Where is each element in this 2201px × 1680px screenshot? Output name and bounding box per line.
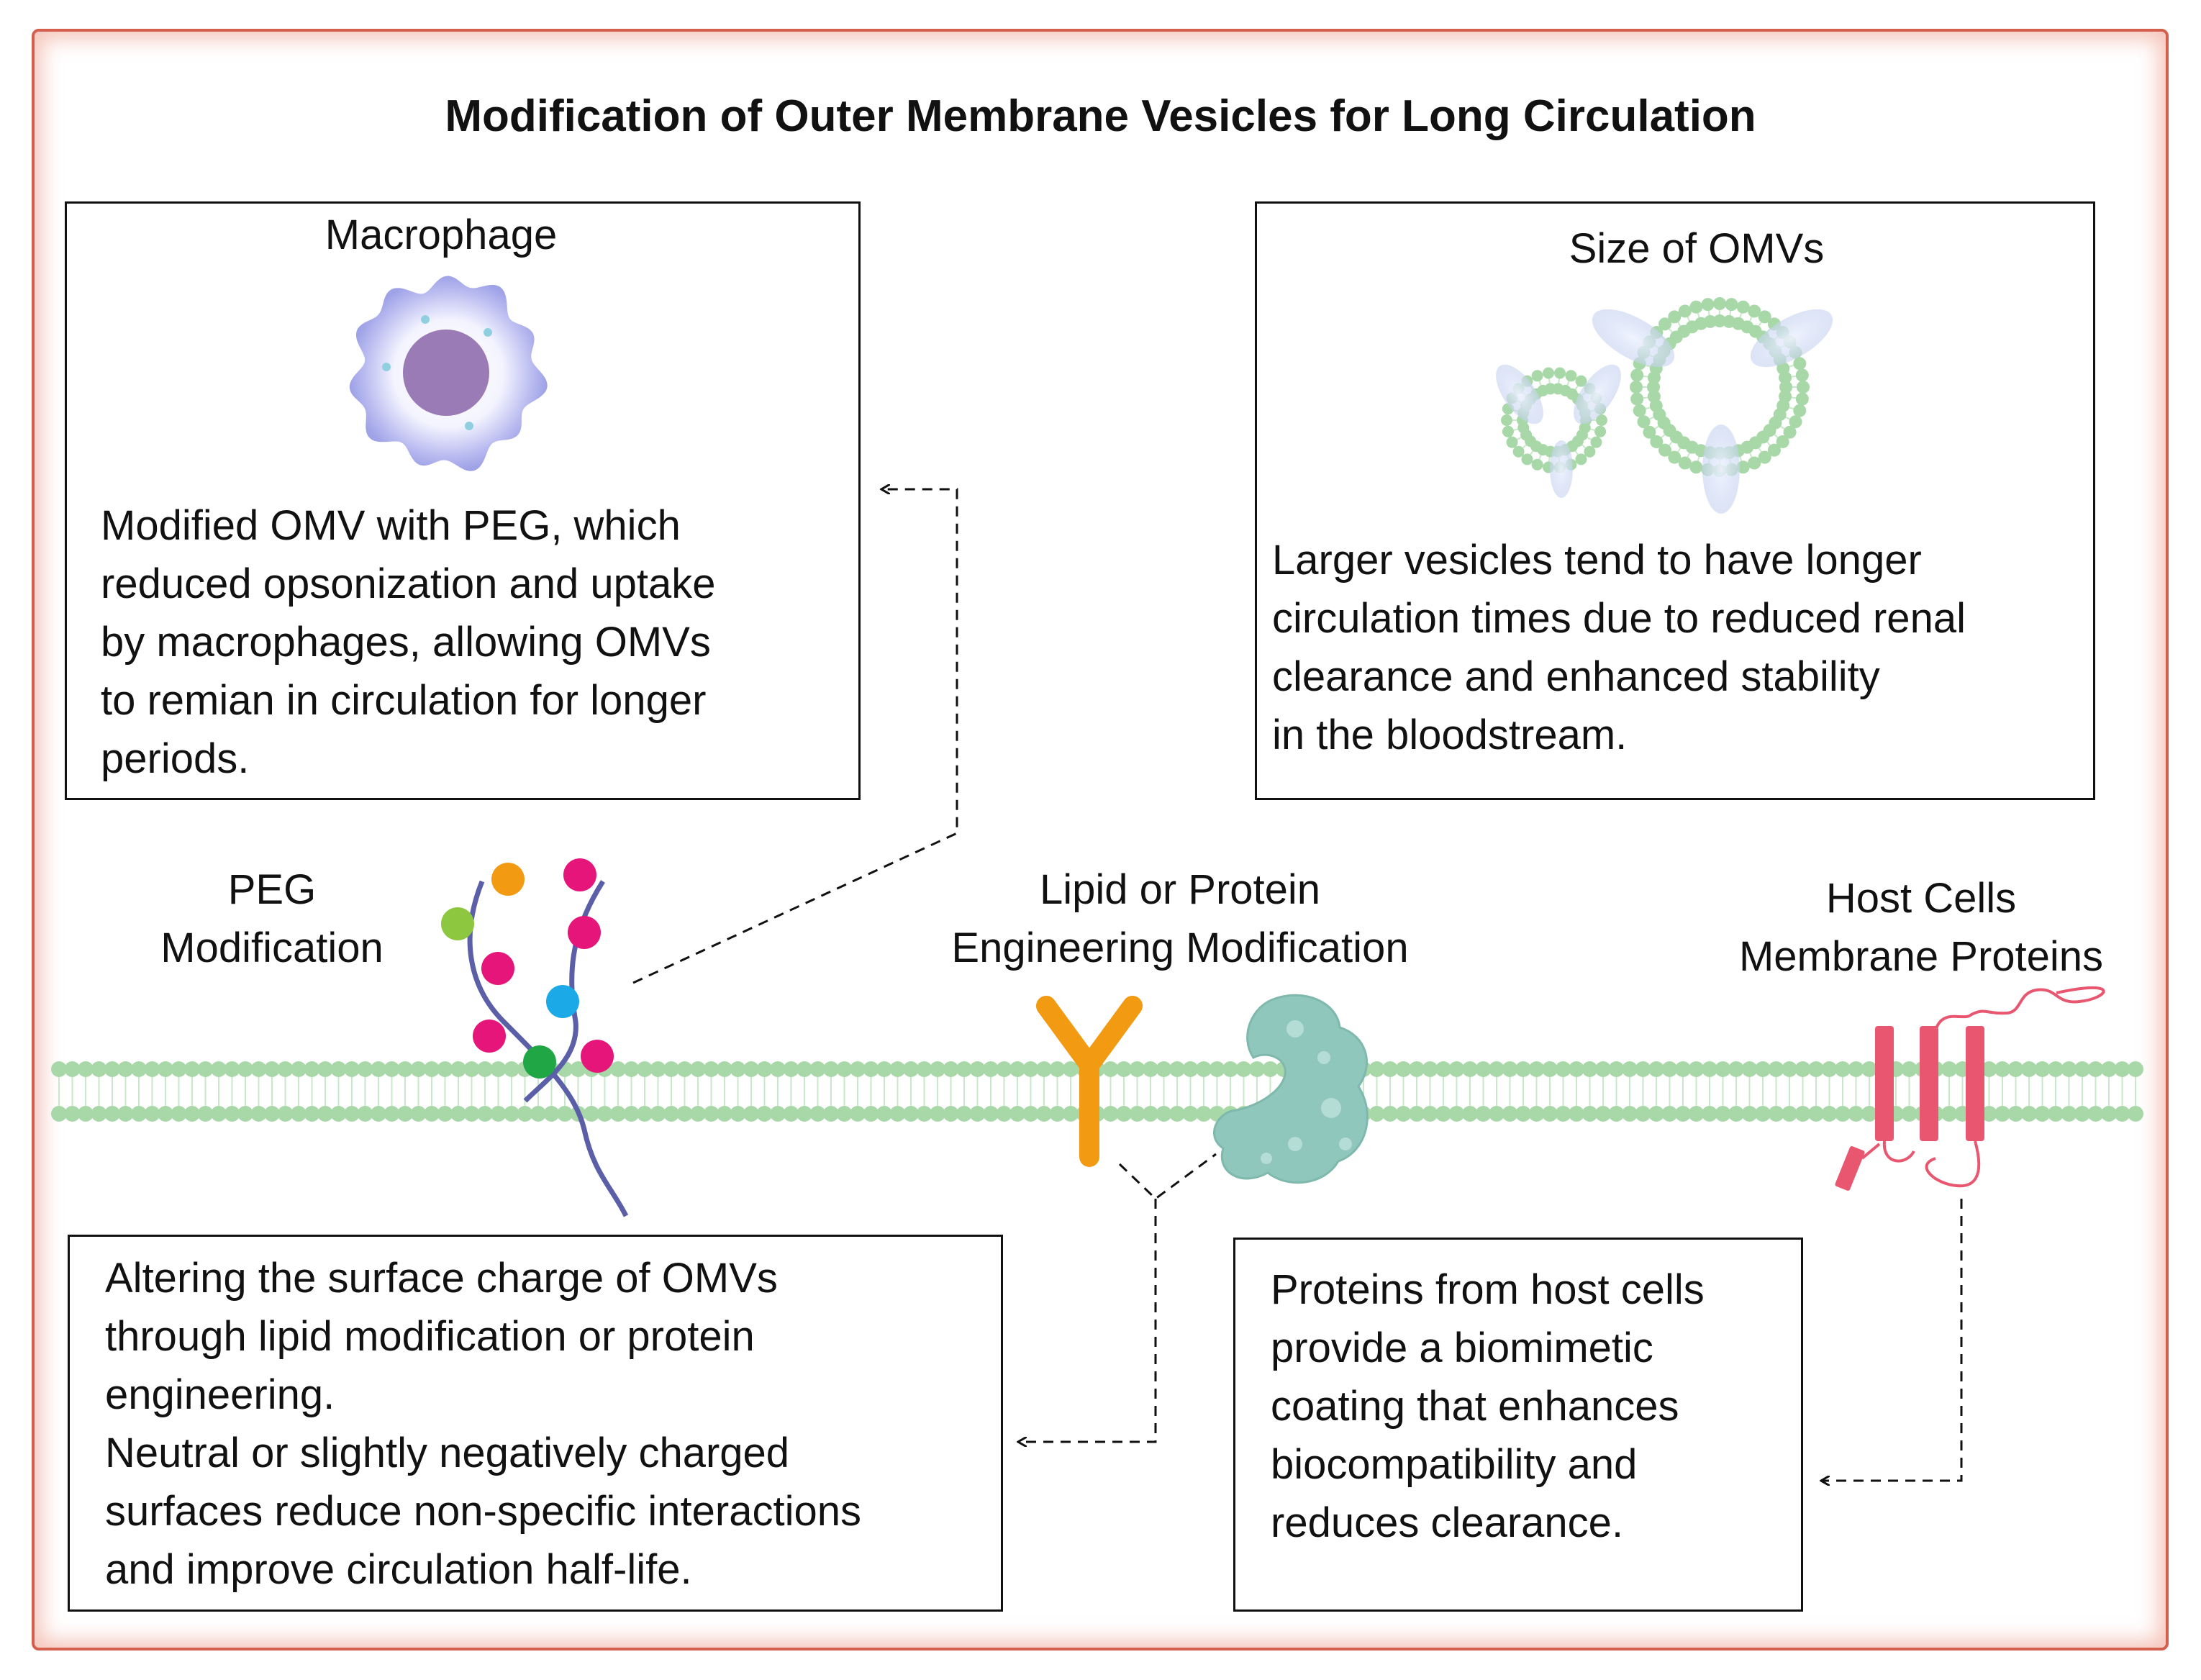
membrane-protein-blob <box>1750 309 1833 368</box>
size-box <box>1255 201 2095 800</box>
bracket-connector <box>1118 1153 1217 1200</box>
host-membrane-protein-icon <box>1835 986 2105 1191</box>
surface-protein-icon <box>1213 994 1369 1184</box>
macrophage-nucleus <box>403 330 489 416</box>
host-cells-label: Host Cells Membrane Proteins <box>1738 875 2104 980</box>
membrane-protein-blob <box>1702 424 1740 514</box>
omv-vesicles-icon <box>1496 297 1833 514</box>
macrophage-heading: Macrophage <box>325 212 558 258</box>
peg-modification-label: PEG Modification <box>160 866 384 971</box>
surface-charge-box <box>68 1235 1003 1612</box>
peg-to-macrophage-arrow <box>632 489 958 984</box>
size-heading: Size of OMVs <box>1569 225 1825 272</box>
membrane-protein-blob <box>1592 309 1675 368</box>
lipid-protein-label: Lipid or Protein Engineering Modificatio… <box>951 866 1409 971</box>
membrane-protein-blob <box>1496 364 1543 424</box>
membrane-protein-blob <box>1574 364 1621 424</box>
antibody-icon <box>1036 996 1143 1167</box>
engineering-to-charge-arrow <box>1019 1199 1157 1442</box>
macrophage-icon <box>349 276 548 471</box>
surface-charge-text: Altering the surface charge of OMVs thro… <box>105 1255 861 1593</box>
membrane-protein-blob <box>1550 440 1573 498</box>
connector-arrows <box>632 489 1963 1481</box>
host-to-box-arrow <box>1822 1199 1963 1481</box>
peg-chain-icon <box>441 858 629 1217</box>
figure-title: Modification of Outer Membrane Vesicles … <box>445 91 1756 141</box>
host-proteins-box <box>1233 1238 1803 1612</box>
host-proteins-text: Proteins from host cells provide a biomi… <box>1271 1266 1705 1546</box>
macrophage-text: Modified OMV with PEG, which reduced ops… <box>101 502 716 782</box>
size-text: Larger vesicles tend to have longer circ… <box>1272 537 1966 758</box>
